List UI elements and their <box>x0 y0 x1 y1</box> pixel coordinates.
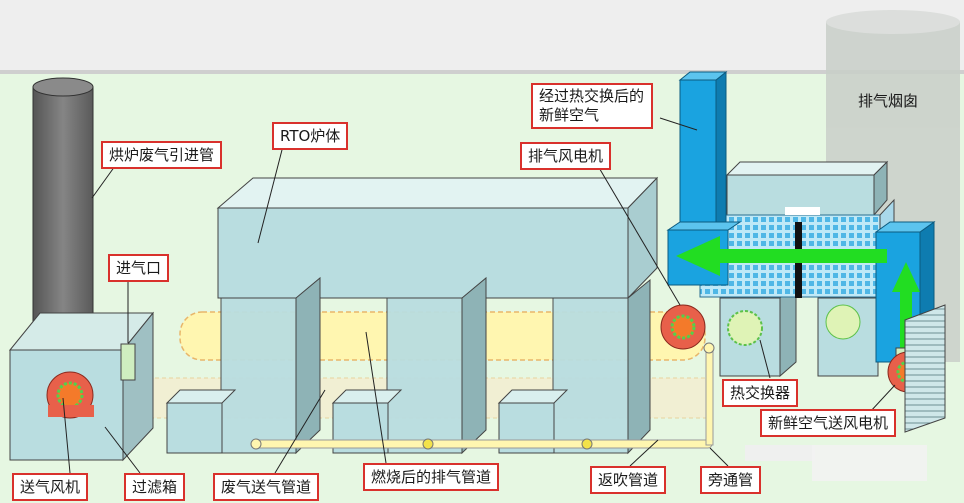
label-fresh-air-motor: 新鲜空气送风电机 <box>760 409 897 437</box>
obscured-region-2 <box>812 445 927 481</box>
band-divider <box>0 70 964 74</box>
purge-pipe <box>250 342 715 450</box>
label-heat-exchanger: 热交换器 <box>722 379 799 407</box>
obscured-region <box>745 445 815 461</box>
exhaust-fan-icon <box>660 304 706 350</box>
heat-exchanger-lower <box>719 283 879 378</box>
label-exhaust-stack: 排气烟囱 <box>858 92 919 110</box>
fresh-air-filter-panel <box>904 304 946 433</box>
fresh-air-arrow-icon <box>676 236 887 276</box>
intake-duct-chimney <box>32 77 94 348</box>
label-fresh-air-after-exchange: 经过热交换后的新鲜空气 <box>531 83 653 129</box>
label-burned-exhaust-pipe: 燃烧后的排气管道 <box>363 463 500 491</box>
label-inlet: 进气口 <box>108 254 170 282</box>
label-waste-pipe: 废气送气管道 <box>213 473 320 501</box>
heat-exchanger-top <box>699 160 895 299</box>
label-intake-duct: 烘炉废气引进管 <box>101 141 223 169</box>
blower-fan-icon <box>46 371 94 419</box>
label-bypass-pipe: 旁通管 <box>700 466 762 494</box>
label-blower: 送气风机 <box>12 473 89 501</box>
rto-furnace <box>165 176 659 455</box>
label-purge-pipe: 返吹管道 <box>590 466 667 494</box>
leader-lines <box>62 117 896 474</box>
label-filter-box: 过滤箱 <box>124 473 186 501</box>
label-rto-furnace: RTO炉体 <box>272 122 349 150</box>
label-exhaust-motor: 排气风电机 <box>520 142 612 170</box>
inlet-panel <box>120 343 136 381</box>
top-band <box>0 0 964 72</box>
